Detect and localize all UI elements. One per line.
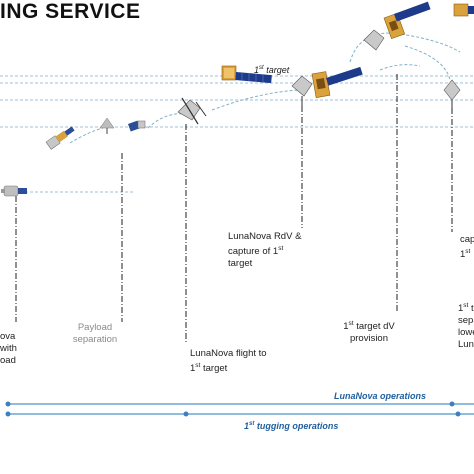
flight-label-line-2: 1st target bbox=[190, 362, 228, 375]
transfer-arc-1 bbox=[69, 127, 104, 144]
dv-provision-label: 1st target dV provision bbox=[332, 318, 406, 345]
launch-label-line-1: ova bbox=[0, 331, 16, 342]
payload-separation-line-2: separation bbox=[72, 334, 118, 345]
tugging-operations-label: 1st tugging operations bbox=[244, 421, 339, 431]
satellite-icon bbox=[443, 79, 461, 108]
first-target-tag: 1st target bbox=[254, 65, 289, 75]
right-separation-line-2: sepa bbox=[458, 315, 474, 327]
timeline-start-dot bbox=[5, 401, 11, 407]
solar-panel-icon bbox=[394, 1, 431, 22]
satellite-icon bbox=[127, 120, 146, 132]
rdv-label-line-1: LunaNova RdV & bbox=[228, 231, 302, 242]
transfer-arc-6 bbox=[404, 45, 451, 81]
satellite-icon bbox=[311, 66, 363, 98]
satellite-icon bbox=[99, 117, 115, 134]
orbit-lines bbox=[0, 32, 474, 193]
solar-panel-icon bbox=[326, 66, 363, 86]
launch-label-line-3: oad bbox=[0, 355, 16, 366]
satellite-icon bbox=[363, 29, 385, 51]
rdv-label: LunaNova RdV & capture of 1st target bbox=[228, 231, 301, 270]
satellite-icon bbox=[453, 3, 474, 17]
right-capture-label: capt 1st bbox=[460, 234, 474, 261]
right-capture-line-1: capt bbox=[460, 234, 474, 245]
transfer-arc-4 bbox=[349, 32, 461, 63]
dv-provision-line-2: provision bbox=[349, 333, 389, 345]
right-separation-line-3: lowe bbox=[458, 327, 474, 339]
satellite-icon bbox=[177, 97, 207, 125]
dv-provision-line-1: 1st target dV bbox=[343, 320, 395, 333]
transfer-arc-2 bbox=[147, 113, 186, 129]
lunanova-operations-label: LunaNova operations bbox=[334, 391, 427, 401]
launch-label-line-2: with bbox=[0, 343, 17, 354]
rdv-label-line-2: capture of 1st bbox=[228, 245, 284, 258]
first-target-tag-text: 1st target bbox=[254, 65, 290, 75]
page-title: ING SERVICE bbox=[0, 0, 141, 23]
transfer-arc-3 bbox=[211, 89, 301, 111]
flight-label: LunaNova flight to 1st target bbox=[190, 348, 267, 375]
solar-panel-icon bbox=[235, 72, 272, 84]
timeline-start-dot-2 bbox=[5, 411, 11, 417]
timeline-dot-right bbox=[449, 401, 455, 407]
satellite-icon bbox=[291, 75, 313, 106]
satellite-icon bbox=[1, 185, 27, 197]
transfer-arc-5 bbox=[379, 64, 421, 71]
right-separation-line-1: 1st t bbox=[458, 302, 474, 315]
right-separation-label: 1st t sepa lowe Lun bbox=[458, 300, 474, 351]
right-separation-line-4: Lun bbox=[458, 339, 474, 351]
timeline-tugging-start-dot bbox=[183, 411, 189, 417]
payload-separation-label: Payload separation bbox=[70, 322, 120, 346]
flight-label-line-1: LunaNova flight to bbox=[190, 348, 267, 359]
right-capture-line-2: 1st bbox=[460, 248, 471, 261]
launch-label: ova with oad bbox=[0, 331, 17, 367]
satellite-icon bbox=[383, 1, 431, 40]
timeline bbox=[5, 401, 474, 417]
rdv-label-line-3: target bbox=[228, 258, 253, 270]
satellite-icon bbox=[45, 126, 75, 150]
event-lines bbox=[15, 74, 453, 342]
payload-separation-line-1: Payload bbox=[77, 322, 113, 333]
timeline-tugging-end-dot bbox=[455, 411, 461, 417]
satellite-icon bbox=[221, 65, 272, 84]
